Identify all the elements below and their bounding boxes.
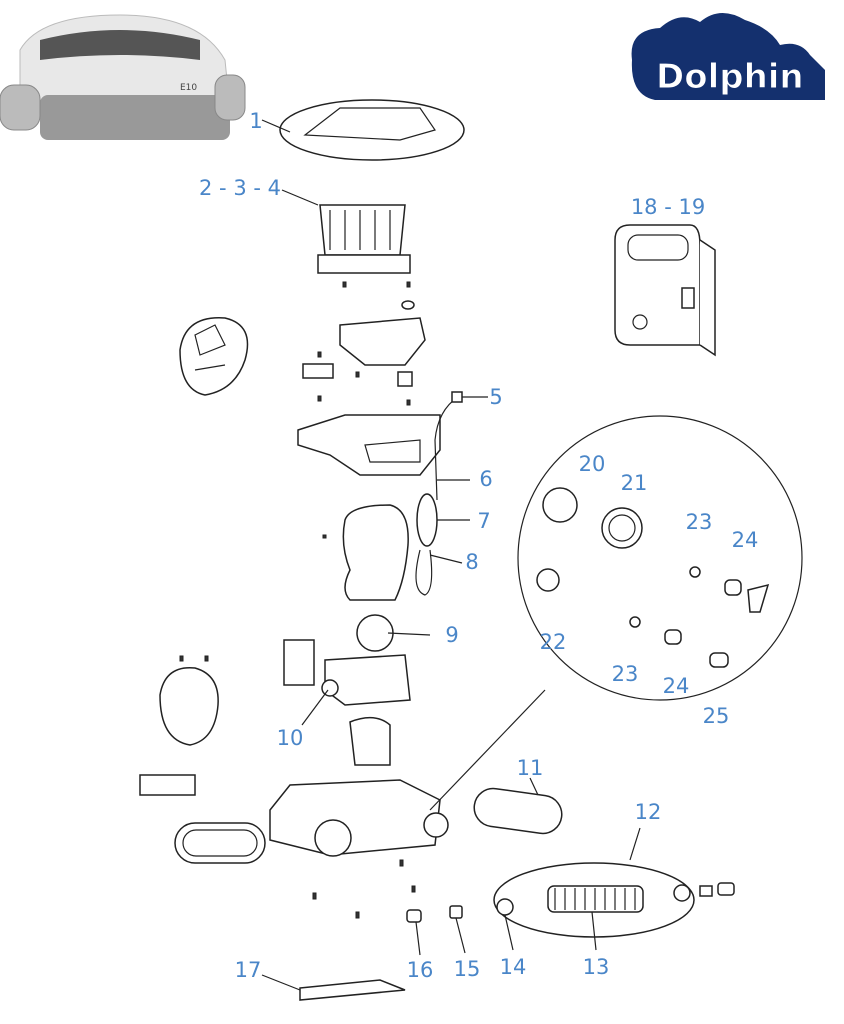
label-2-3-4: 2 - 3 - 4 [199,176,281,200]
model-badge: E10 [180,83,197,93]
robot-photo: E10 [0,14,246,140]
label-7: 7 [477,509,491,533]
label-24-upper: 24 [731,528,759,552]
label-25: 25 [702,704,730,728]
label-10: 10 [276,726,304,750]
label-21: 21 [620,471,648,495]
label-23-upper: 23 [685,510,713,534]
label-12: 12 [634,800,662,824]
label-16: 16 [406,958,434,982]
label-14: 14 [499,955,527,979]
label-15: 15 [453,957,481,981]
label-9: 9 [445,623,459,647]
svg-text:Dolphin: Dolphin [656,57,804,97]
label-8: 8 [465,550,479,574]
label-1: 1 [249,109,263,133]
label-17: 17 [234,958,262,982]
label-5: 5 [489,385,503,409]
label-18-19: 18 - 19 [630,195,706,219]
label-24-lower: 24 [662,674,690,698]
dolphin-logo: Dolphin [631,12,825,100]
label-6: 6 [479,467,493,491]
label-23-lower: 23 [611,662,639,686]
label-22: 22 [539,630,567,654]
label-20: 20 [578,452,606,476]
label-11: 11 [516,756,544,780]
label-13: 13 [582,955,610,979]
